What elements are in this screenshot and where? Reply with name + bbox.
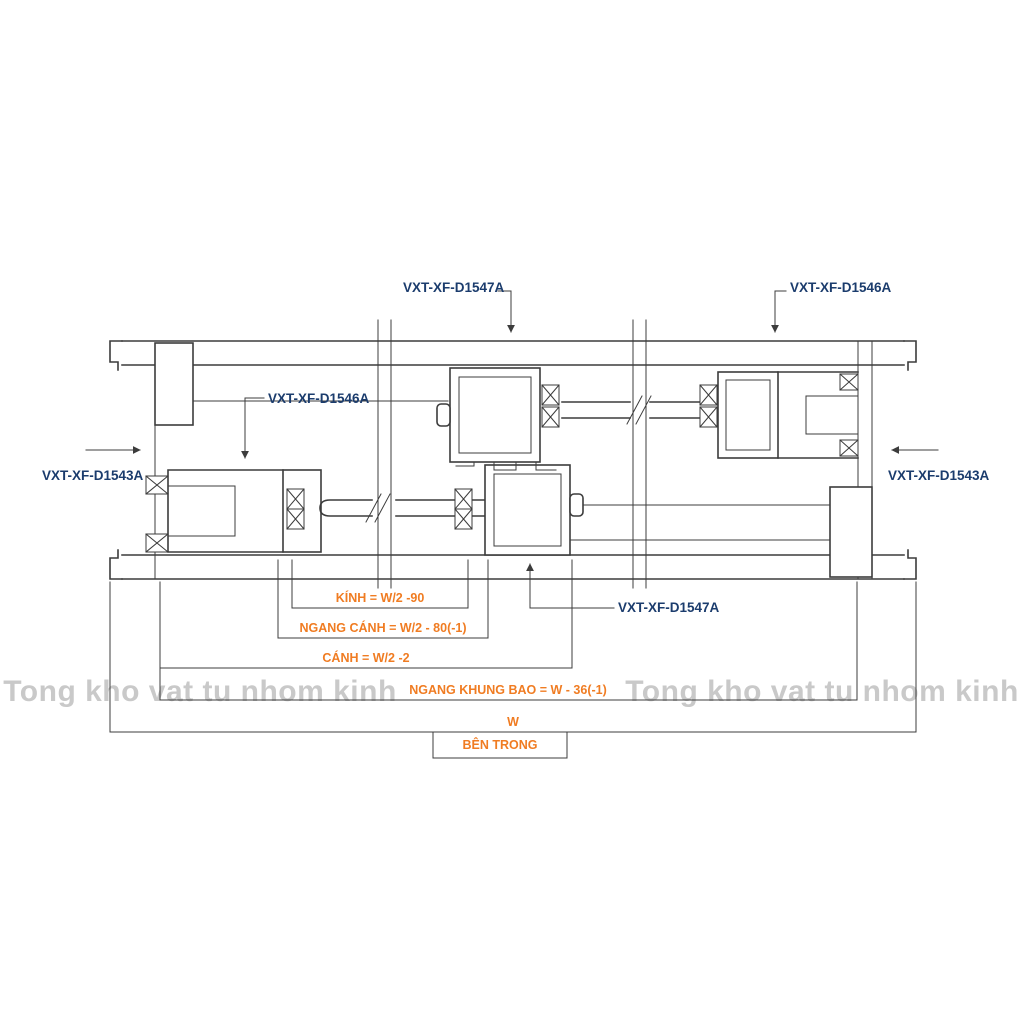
leader-top-right-frame bbox=[771, 290, 787, 333]
bottom-sash-assembly bbox=[282, 457, 831, 556]
top-sash-side-stile bbox=[717, 371, 779, 459]
label-top-right-frame-profile: VXT-XF-D1546A bbox=[790, 280, 892, 295]
dimension-frame-width: NGANG KHUNG BAO = W - 36(-1) bbox=[159, 581, 858, 701]
dimension-frame-width-label: NGANG KHUNG BAO = W - 36(-1) bbox=[409, 683, 607, 697]
label-top-sash-profile: VXT-XF-D1547A bbox=[403, 280, 505, 295]
right-jamb-profile bbox=[777, 371, 873, 578]
leader-bottom-sash bbox=[526, 563, 615, 609]
left-jamb-profile bbox=[145, 342, 449, 553]
label-bottom-sash-profile: VXT-XF-D1547A bbox=[618, 600, 720, 615]
inside-label: BÊN TRONG bbox=[463, 737, 538, 752]
dimension-overall-width-label: W bbox=[507, 715, 519, 729]
dimension-sash-label: CÁNH = W/2 -2 bbox=[322, 650, 409, 665]
top-glass-pane bbox=[561, 401, 631, 419]
dimension-sash: CÁNH = W/2 -2 bbox=[159, 559, 573, 701]
leader-top-sash bbox=[497, 290, 515, 333]
dimension-glass-label: KÍNH = W/2 -90 bbox=[336, 590, 425, 605]
watermark-right: Tong kho vat tu nhom kinh bbox=[625, 675, 1019, 708]
top-sash-assembly bbox=[436, 367, 779, 463]
dimension-overall-width: W bbox=[109, 581, 917, 733]
glass-break-symbol-top bbox=[626, 395, 652, 425]
dimension-glass: KÍNH = W/2 -90 bbox=[291, 559, 469, 609]
glass-break-symbol-bottom bbox=[365, 493, 391, 523]
leader-lines bbox=[85, 290, 939, 609]
bottom-glass-pane bbox=[319, 499, 373, 517]
watermark-layer: Tong kho vat tu nhom kinh Tong kho vat t… bbox=[3, 675, 1019, 708]
watermark-left: Tong kho vat tu nhom kinh bbox=[3, 675, 397, 708]
profile-labels: VXT-XF-D1547A VXT-XF-D1546A VXT-XF-D1543… bbox=[42, 280, 990, 615]
dimension-sash-width-label: NGANG CÁNH = W/2 - 80(-1) bbox=[299, 620, 466, 635]
label-left-frame-profile: VXT-XF-D1543A bbox=[42, 468, 144, 483]
right-track-block bbox=[829, 486, 873, 578]
left-jamb-block bbox=[154, 342, 194, 426]
label-mid-frame-profile: VXT-XF-D1546A bbox=[268, 391, 370, 406]
section-break-lines bbox=[377, 319, 647, 589]
inside-box bbox=[432, 731, 568, 759]
bottom-sash-lock-stile bbox=[484, 464, 571, 556]
dimension-sash-width: NGANG CÁNH = W/2 - 80(-1) bbox=[277, 559, 489, 639]
top-sash-lock-stile bbox=[449, 367, 541, 463]
label-right-frame-profile: VXT-XF-D1543A bbox=[888, 468, 990, 483]
leader-mid-frame bbox=[241, 397, 265, 459]
inside-label-box: BÊN TRONG bbox=[432, 731, 568, 759]
